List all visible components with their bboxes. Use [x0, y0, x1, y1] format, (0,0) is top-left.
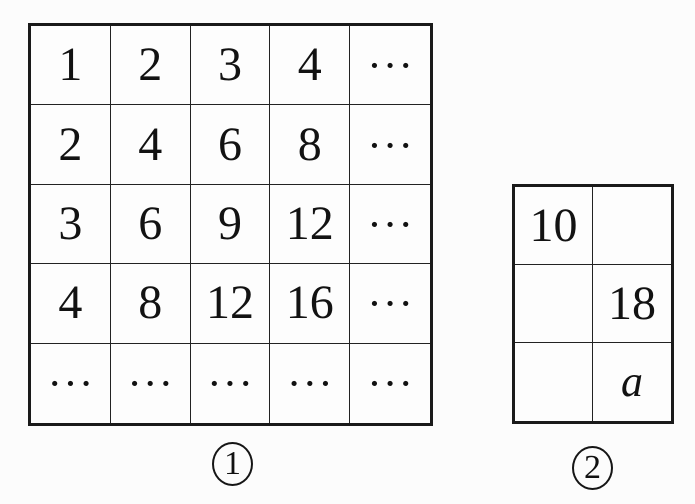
- table-cell: ···: [270, 343, 351, 423]
- table-cell: 8: [270, 105, 351, 185]
- table-cell: ···: [350, 185, 430, 265]
- table-cell: 6: [110, 184, 191, 265]
- multiplication-table: 1 2 3 4 ··· 2 4 6 8 ··· 3 6 9 12 ··· 4 8…: [28, 23, 433, 426]
- table-cell: ···: [350, 264, 430, 344]
- excerpt-table: 10 18 a: [512, 184, 674, 424]
- table-cell: 4: [31, 264, 111, 344]
- table-cell: ···: [111, 343, 191, 423]
- table-cell: 2: [31, 105, 111, 185]
- table-cell: 10: [515, 187, 593, 265]
- table-cell: 9: [190, 184, 271, 265]
- table-cell: 12: [270, 184, 351, 265]
- table-cell: 1: [31, 26, 111, 106]
- table-cell: 4: [270, 26, 351, 106]
- table-cell: ···: [350, 26, 430, 106]
- table-cell: 8: [110, 264, 191, 344]
- table-cell: [593, 187, 671, 265]
- table-cell: ···: [350, 105, 430, 185]
- figure-1-label-digit: 1: [224, 445, 241, 482]
- figure-2-label-digit: 2: [584, 449, 601, 486]
- table-cell: 18: [593, 265, 671, 343]
- table-cell: ···: [31, 343, 111, 423]
- table-cell: a: [621, 357, 643, 406]
- figure-1-label: 1: [212, 442, 253, 486]
- table-cell: 4: [110, 105, 191, 185]
- table-cell: 12: [190, 264, 271, 344]
- figure-2-label: 2: [572, 446, 613, 490]
- table-cell: 2: [110, 26, 191, 106]
- table-cell: [515, 343, 593, 421]
- table-cell: 6: [190, 105, 271, 185]
- table-cell: [515, 265, 593, 343]
- table-cell: 16: [270, 264, 351, 344]
- table-cell: 3: [31, 184, 111, 265]
- table-cell: ···: [369, 365, 417, 402]
- table-cell: ···: [191, 343, 271, 423]
- table-cell: 3: [190, 26, 271, 106]
